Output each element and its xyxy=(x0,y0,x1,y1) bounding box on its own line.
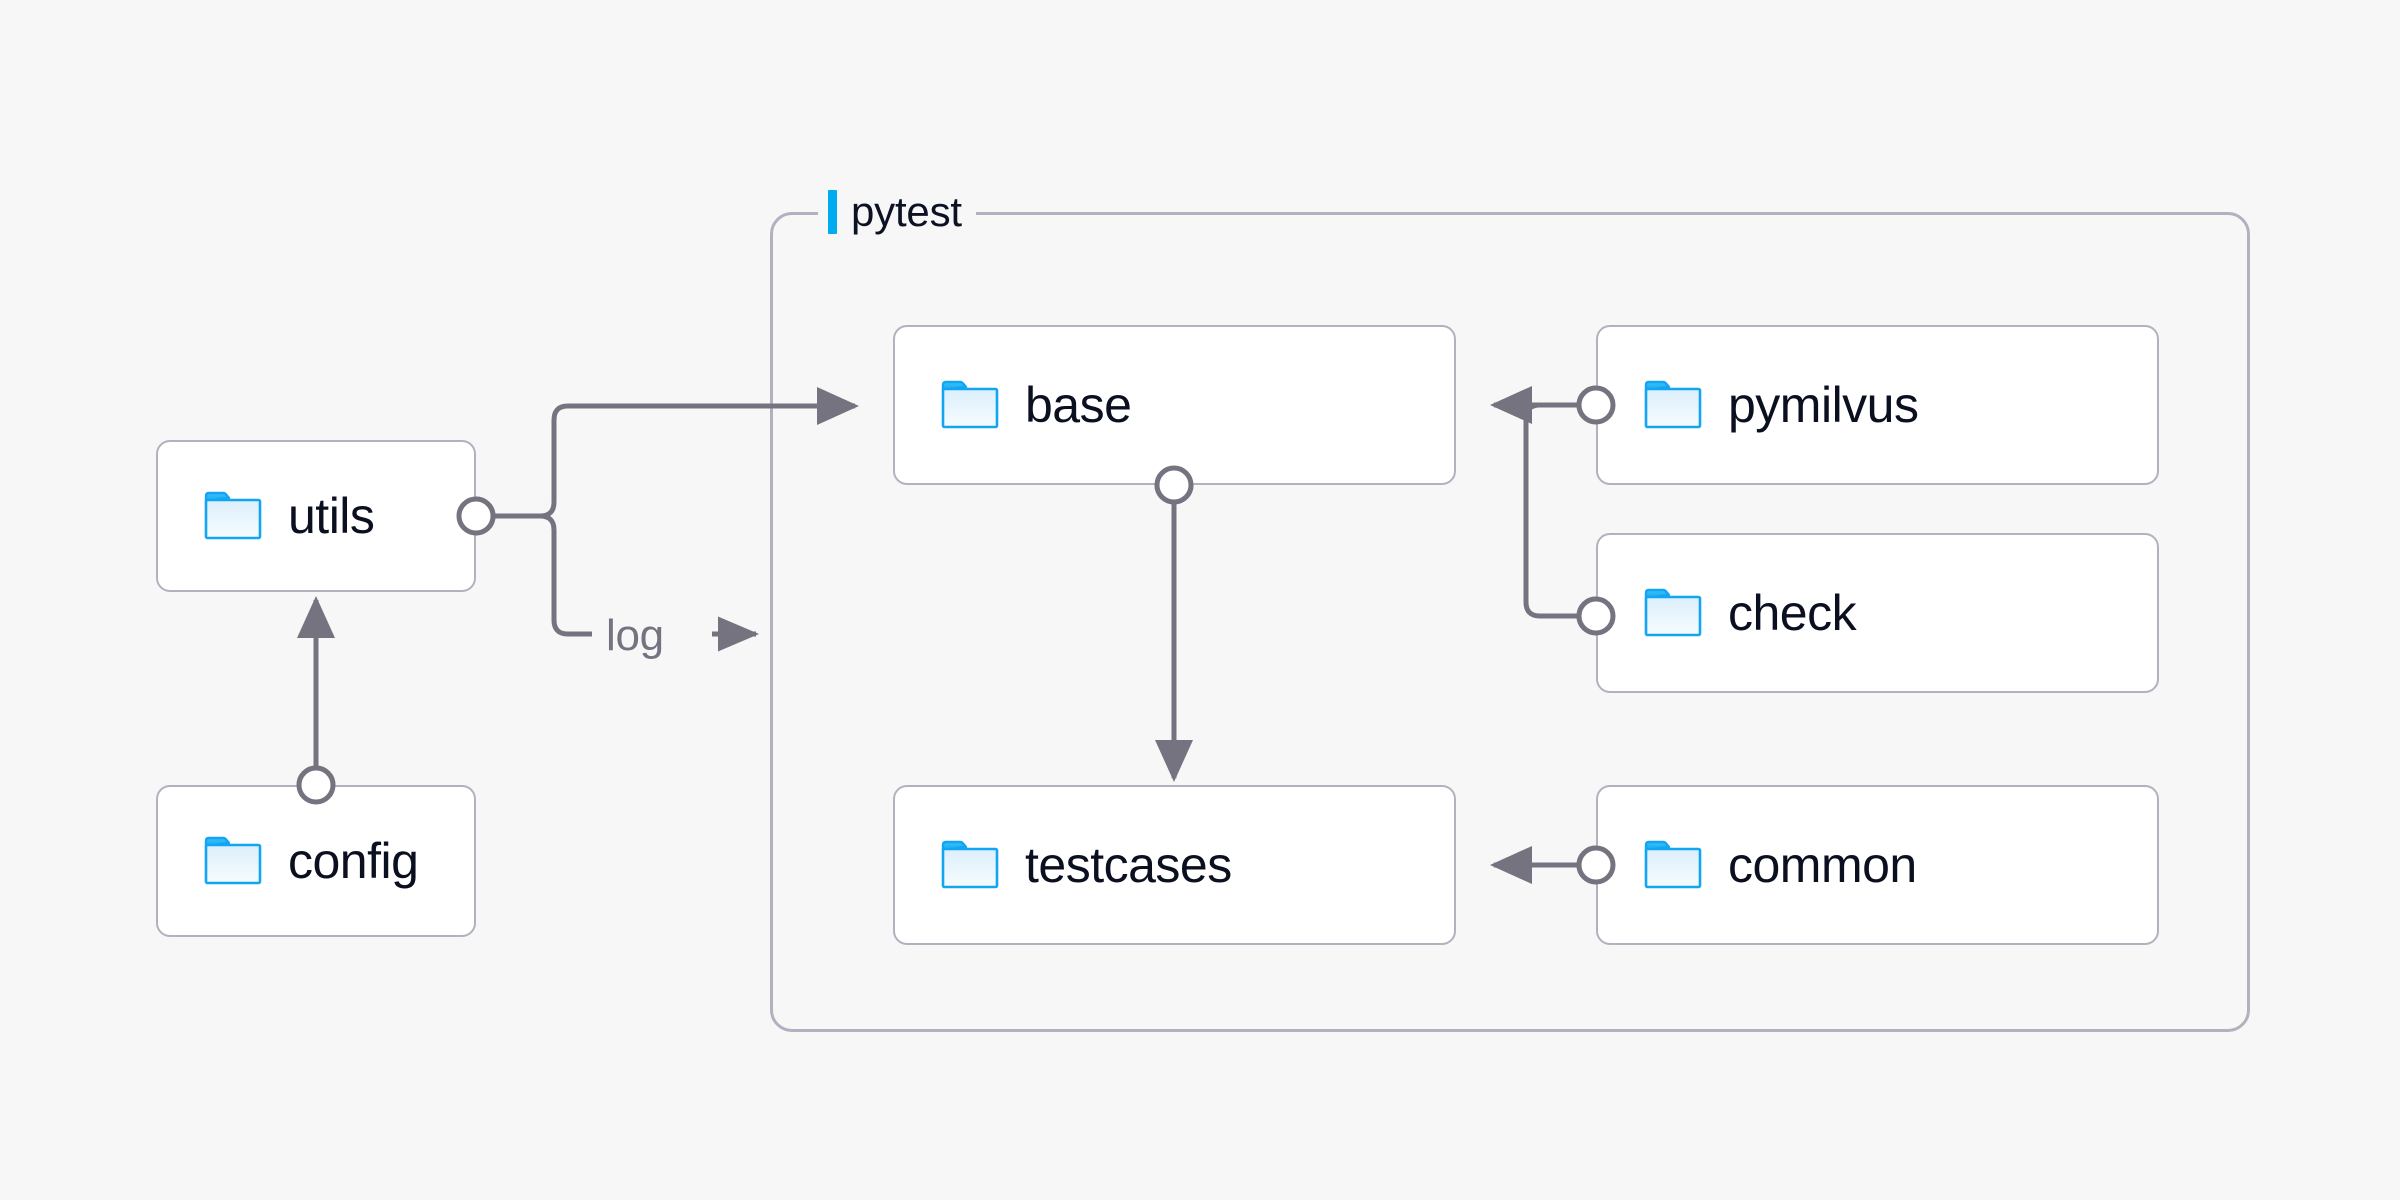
node-pymilvus-content: pymilvus xyxy=(1598,377,1919,433)
group-accent-bar xyxy=(828,190,837,234)
node-testcases[interactable]: testcases xyxy=(893,785,1456,945)
folder-icon xyxy=(204,491,262,540)
node-base-content: base xyxy=(895,377,1132,433)
edge-label-log: log xyxy=(606,611,664,660)
folder-icon xyxy=(1644,840,1702,889)
node-utils[interactable]: utils xyxy=(156,440,476,592)
node-utils-content: utils xyxy=(158,488,375,544)
folder-icon xyxy=(1644,588,1702,637)
edge-config-to-utils xyxy=(296,595,336,805)
edge-utils-to-log: log xyxy=(476,513,760,660)
group-pytest-label-wrap: pytest xyxy=(818,190,976,234)
node-utils-label: utils xyxy=(288,488,375,544)
node-base-label: base xyxy=(1025,377,1132,433)
node-config-content: config xyxy=(158,833,419,889)
group-pytest-label: pytest xyxy=(851,188,962,235)
node-config-label: config xyxy=(288,833,419,889)
node-check-content: check xyxy=(1598,585,1857,641)
group-pytest[interactable] xyxy=(770,212,2250,1032)
node-testcases-content: testcases xyxy=(895,840,1232,890)
node-pymilvus-label: pymilvus xyxy=(1728,377,1919,433)
node-common[interactable]: common xyxy=(1596,785,2159,945)
node-common-content: common xyxy=(1598,840,1917,890)
node-check[interactable]: check xyxy=(1596,533,2159,693)
folder-icon xyxy=(1644,380,1702,429)
node-pymilvus[interactable]: pymilvus xyxy=(1596,325,2159,485)
folder-icon xyxy=(941,380,999,429)
node-check-label: check xyxy=(1728,585,1857,641)
node-base[interactable]: base xyxy=(893,325,1456,485)
folder-icon xyxy=(204,836,262,885)
node-testcases-label: testcases xyxy=(1025,837,1232,893)
folder-icon xyxy=(941,840,999,889)
node-config[interactable]: config xyxy=(156,785,476,937)
node-common-label: common xyxy=(1728,837,1917,893)
